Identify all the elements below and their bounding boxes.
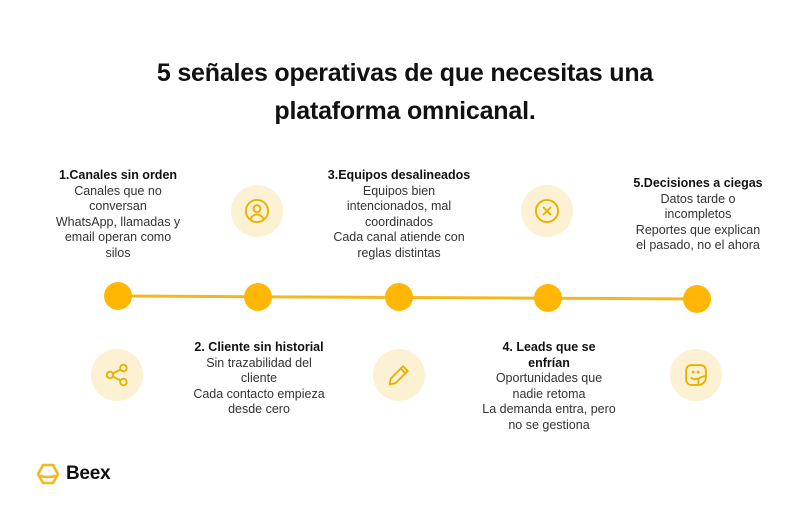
step-4-line: Oportunidades que	[495, 371, 603, 385]
step-4-line: no se gestiona	[508, 417, 590, 432]
step-4-text: 4. Leads que se enfrían Oportunidades qu…	[474, 340, 624, 433]
timeline-node-3	[385, 283, 413, 311]
sticker-smile-icon	[685, 364, 707, 386]
x-circle-icon-bubble	[521, 185, 573, 237]
step-3-line: coordinados	[364, 214, 434, 229]
step-4-title: enfrían	[528, 355, 570, 370]
step-1-line: WhatsApp, llamadas y	[55, 214, 181, 229]
brand-logo: Beex	[36, 463, 111, 485]
step-5-line: Datos tarde o	[660, 191, 736, 206]
timeline-node-2	[244, 283, 272, 311]
step-3-line: reglas distintas	[357, 245, 441, 260]
brand-name: Beex	[66, 463, 111, 484]
step-3-title: 3.Equipos desalineados	[327, 168, 471, 182]
step-2-line: Sin trazabilidad del	[206, 355, 312, 370]
step-2-line: cliente	[240, 371, 278, 385]
step-4-line: La demanda entra, pero	[482, 402, 616, 416]
share-icon	[105, 363, 128, 387]
step-2-line: Cada contacto empieza	[193, 386, 325, 401]
sticker-smile-icon-bubble	[670, 349, 722, 401]
step-3-line: Equipos bien	[362, 183, 436, 198]
pencil-icon	[388, 365, 409, 386]
title-line-2: plataforma omnicanal.	[274, 97, 536, 125]
step-5-title: 5.Decisiones a ciegas	[633, 176, 763, 190]
step-3-line: intencionados, mal	[346, 199, 452, 213]
step-5-line: incompletos	[664, 207, 732, 221]
step-2-text: 2. Cliente sin historial Sin trazabilida…	[184, 340, 334, 418]
step-5-line: el pasado, no el ahora	[636, 238, 760, 252]
step-1-line: email operan como	[64, 230, 172, 244]
user-circle-icon	[244, 198, 270, 224]
step-1-line: Canales que no	[74, 183, 162, 198]
page-title: 5 señales operativas de que necesitas un…	[0, 54, 810, 130]
timeline-node-1	[104, 282, 132, 310]
step-1-text: 1.Canales sin orden Canales que no conve…	[48, 168, 188, 261]
share-icon-bubble	[91, 349, 143, 401]
hexagon-logo-icon	[36, 463, 60, 485]
user-circle-icon-bubble	[231, 185, 283, 237]
title-line-1: 5 señales operativas de que necesitas un…	[156, 59, 654, 87]
step-5-line: Reportes que explican	[635, 222, 761, 237]
step-5-text: 5.Decisiones a ciegas Datos tarde o inco…	[618, 176, 778, 254]
step-3-text: 3.Equipos desalineados Equipos bien inte…	[324, 168, 474, 261]
timeline-node-5	[683, 285, 711, 313]
step-1-line: conversan	[89, 199, 147, 213]
pencil-icon-bubble	[373, 349, 425, 401]
step-4-line: nadie retoma	[512, 386, 586, 401]
step-1-line: silos	[105, 245, 131, 260]
step-1-title: 1.Canales sin orden	[58, 168, 178, 182]
timeline-line	[117, 294, 698, 301]
x-circle-icon	[534, 198, 560, 224]
step-2-title: 2. Cliente sin historial	[194, 340, 324, 354]
step-4-title: 4. Leads que se	[502, 340, 596, 354]
step-2-line: desde cero	[228, 402, 290, 416]
timeline-node-4	[534, 284, 562, 312]
step-3-line: Cada canal atiende con	[333, 230, 465, 244]
